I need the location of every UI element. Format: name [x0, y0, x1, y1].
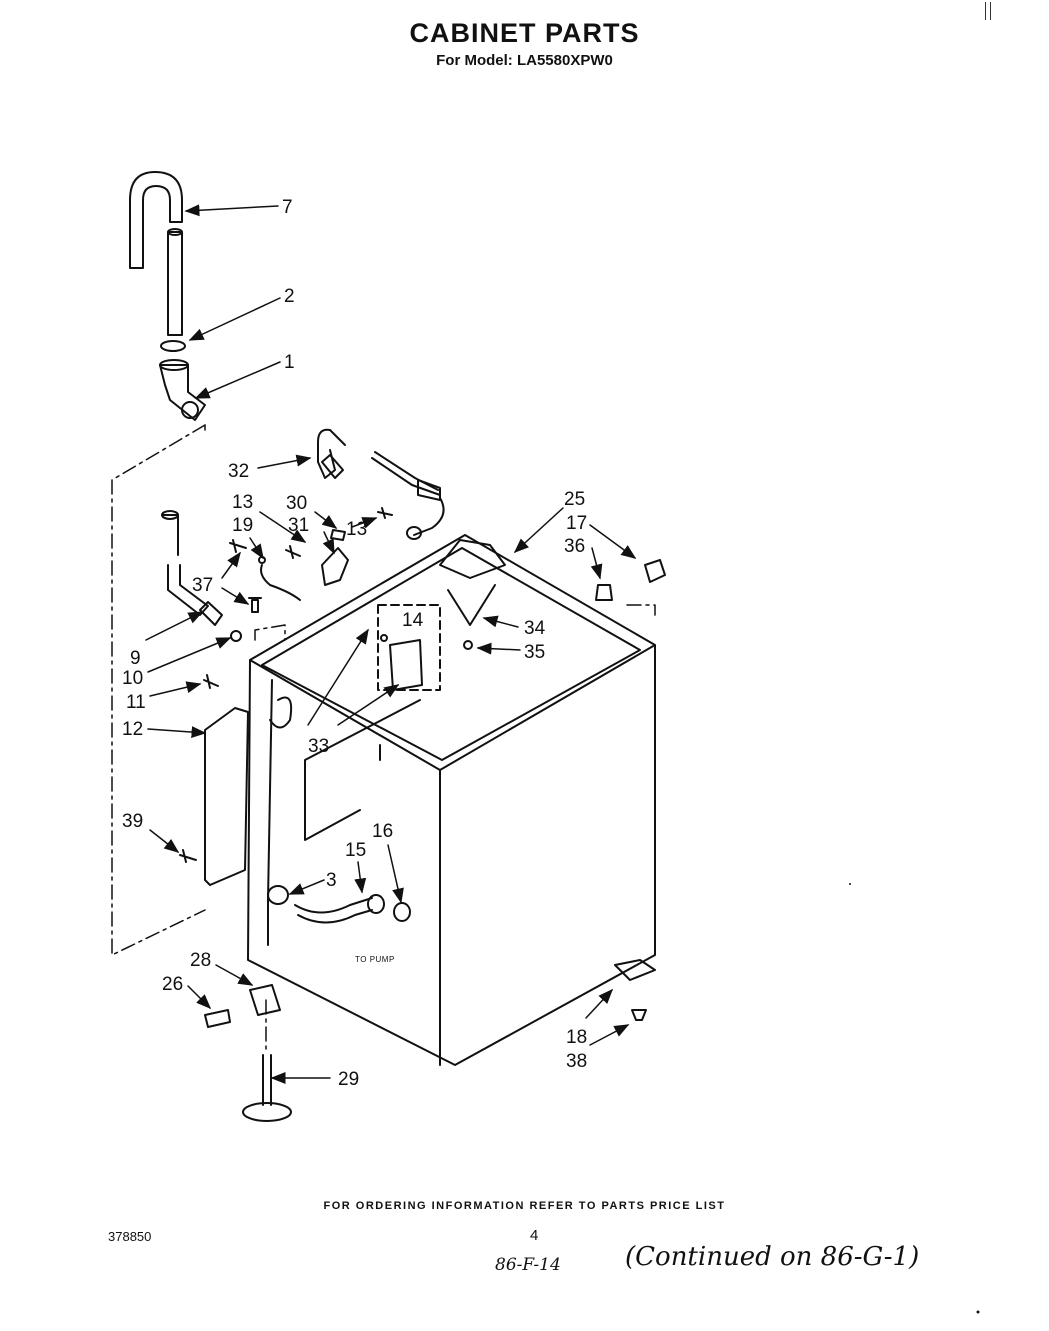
- base-clip-part-28: [249, 984, 281, 1016]
- hose-clamp-part: [160, 340, 186, 352]
- back-panel-part: [204, 707, 249, 886]
- part-label: 2: [284, 286, 295, 307]
- part-label: 1: [284, 352, 295, 373]
- screw-part-39: [179, 849, 197, 863]
- screw-part-13-left: [229, 539, 247, 553]
- part-label: 13: [346, 519, 367, 540]
- part-label: 26: [162, 974, 183, 995]
- part-label: 39: [122, 811, 143, 832]
- screw-part-13-mid: [285, 545, 301, 559]
- screw-part-11: [203, 674, 219, 689]
- snubber-part-36: [595, 584, 613, 601]
- part-label: 33: [308, 736, 329, 757]
- screw-part-38: [631, 1009, 647, 1021]
- assembly-lines: [111, 424, 656, 1051]
- clip-part-30: [330, 529, 346, 541]
- scan-speck: [849, 883, 851, 885]
- part-number-labels: 7 2 1 32 13 30 31 13 19 25 17 36 37 14 3…: [122, 197, 587, 1090]
- document-number: 378850: [108, 1229, 152, 1244]
- handwritten-code: 86-F-14: [495, 1255, 561, 1275]
- part-label: 35: [524, 642, 545, 663]
- pump-hose-part-15: [294, 894, 385, 924]
- part-label: 11: [126, 692, 146, 713]
- part-label: 16: [372, 821, 393, 842]
- screw-part-13-top: [377, 507, 393, 519]
- ordering-info-note: FOR ORDERING INFORMATION REFER TO PARTS …: [323, 1200, 726, 1212]
- lid-switch-part: [377, 604, 441, 691]
- part-label: 32: [228, 461, 249, 482]
- part-label: 30: [286, 493, 307, 514]
- part-label: 37: [192, 575, 213, 596]
- hose-connector-part: [159, 359, 206, 421]
- part-label: 31: [288, 515, 309, 536]
- part-label: 28: [190, 950, 211, 971]
- part-label: 19: [232, 515, 253, 536]
- foot-part-18: [614, 959, 656, 981]
- part-label: 18: [566, 1027, 587, 1048]
- hose-clamp-part-16: [393, 902, 411, 922]
- strain-relief-part-31: [321, 547, 349, 586]
- part-label: 38: [566, 1051, 587, 1072]
- part-label: 17: [566, 513, 587, 534]
- part-label: 34: [524, 618, 546, 639]
- ground-wire-part-19: [258, 556, 301, 601]
- cabinet-body-part: [247, 534, 656, 1066]
- part-label: 13: [232, 492, 253, 513]
- drain-hose-part: [129, 171, 183, 336]
- base-part-26: [204, 1009, 231, 1028]
- handwritten-continued-note: (Continued on 86-G-1): [625, 1242, 920, 1272]
- page-title: CABINET PARTS: [409, 18, 640, 48]
- part-label: 3: [326, 870, 337, 891]
- screw-part-37: [248, 597, 262, 613]
- top-bracket-part: [439, 539, 506, 650]
- part-label: 7: [282, 197, 293, 218]
- leader-arrows: [145, 204, 637, 1084]
- margin-mark: [985, 2, 991, 20]
- clip-part-17: [644, 559, 666, 583]
- part-label: 25: [564, 489, 585, 510]
- power-cord-part: [317, 428, 445, 540]
- part-label: 12: [122, 719, 143, 740]
- part-label: 9: [130, 648, 141, 669]
- page-number: 4: [530, 1227, 539, 1244]
- inlet-hose-part: [161, 510, 223, 626]
- leveling-leg-part: [242, 1054, 292, 1122]
- washer-part-10: [230, 630, 242, 642]
- scan-speck: [976, 1310, 980, 1314]
- model-subtitle: For Model: LA5580XPW0: [436, 52, 613, 69]
- part-label: 29: [338, 1069, 359, 1090]
- part-label: 10: [122, 668, 143, 689]
- grommet-part-3: [267, 885, 289, 905]
- part-label: 36: [564, 536, 585, 557]
- wire-harness-part-33: [269, 696, 293, 729]
- part-label: 14: [402, 610, 424, 631]
- to-pump-label: TO PUMP: [355, 955, 395, 964]
- part-label: 15: [345, 840, 366, 861]
